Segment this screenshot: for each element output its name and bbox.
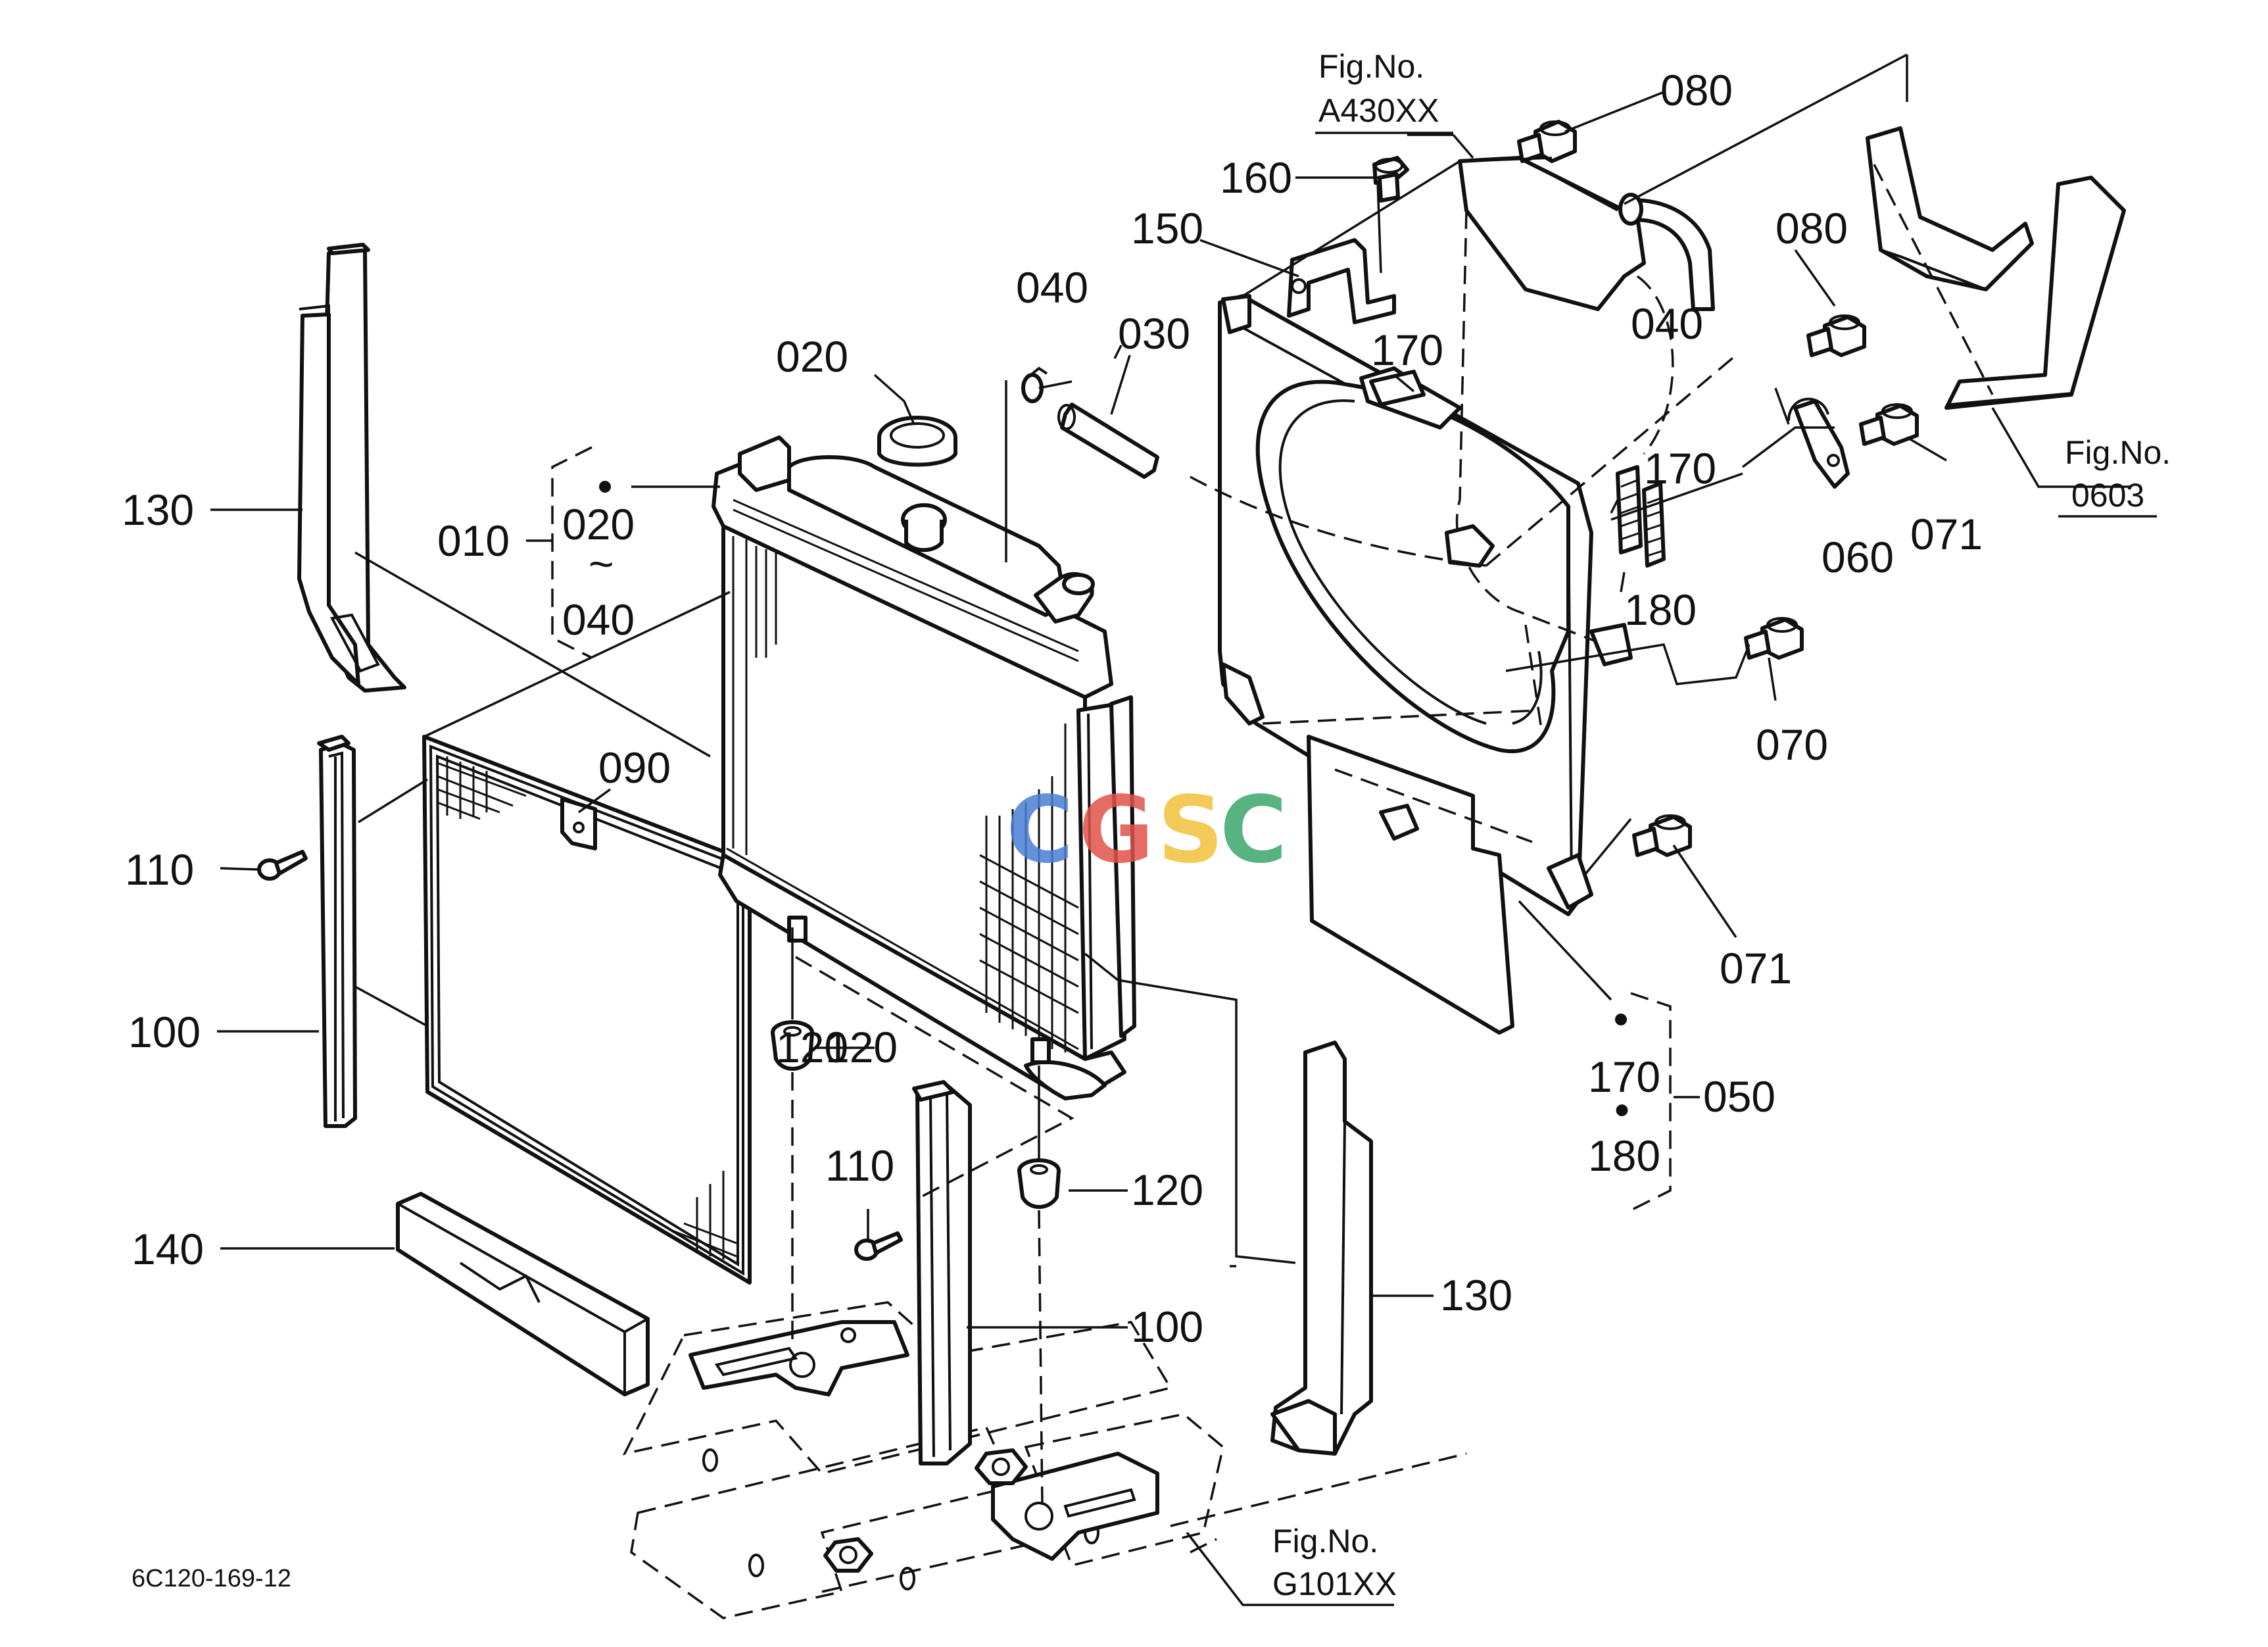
radiator-cap-020 — [877, 416, 957, 467]
fig-ref-a430-caption: Fig.No. — [1318, 48, 1424, 85]
label-030: 030 — [1118, 309, 1190, 358]
label-040-right: 040 — [1631, 299, 1703, 348]
label-110-center: 110 — [825, 1141, 894, 1190]
rubber-mount-120-left — [771, 1020, 814, 1071]
bolt-080-top — [1517, 120, 1577, 163]
label-180-bottom: 180 — [1588, 1131, 1660, 1180]
seal-strips-170-180 — [1369, 370, 1666, 568]
label-080-top: 080 — [1660, 66, 1733, 114]
watermark-letter-c2: C — [1220, 777, 1288, 884]
label-070: 070 — [1756, 720, 1828, 769]
fig-ref-g101-code: G101XX — [1272, 1565, 1397, 1602]
fan-shroud-050 — [1218, 294, 1593, 1035]
watermark-letter-s: S — [1157, 777, 1224, 884]
label-040-range-end: 040 — [562, 595, 635, 644]
watermark-logo: C G S C — [1006, 777, 1288, 884]
label-170-bottom: 170 — [1588, 1052, 1660, 1101]
side-rail-100-center — [912, 1080, 972, 1465]
label-120-right: 120 — [1131, 1166, 1203, 1214]
label-071-upper: 071 — [1910, 510, 1983, 558]
shroud-back-frame — [1445, 156, 1850, 666]
label-071-lower: 071 — [1720, 944, 1792, 993]
watermark-letter-g: G — [1078, 777, 1154, 884]
bolt-160 — [1372, 156, 1409, 203]
side-rail-100-left — [317, 735, 357, 1128]
label-180-mid: 180 — [1624, 585, 1697, 634]
bolt-071-upper — [1859, 403, 1919, 446]
label-150: 150 — [1131, 204, 1203, 253]
label-120-left-num: 120 — [825, 1023, 898, 1071]
bolt-110-center — [854, 1231, 903, 1261]
side-cover-130-right — [1270, 1041, 1373, 1456]
label-090: 090 — [598, 743, 671, 792]
watermark-letter-c1: C — [1006, 777, 1074, 884]
fig-ref-a430: Fig.No. A430XX — [1315, 48, 1453, 134]
marker-dot-010 — [599, 481, 611, 493]
bolt-080-right — [1806, 314, 1866, 357]
fig-ref-0603: Fig.No. 0603 — [2058, 434, 2171, 518]
label-170-top: 170 — [1371, 326, 1443, 374]
base-frame — [622, 1301, 1467, 1619]
hose-clamp-040-left — [1021, 366, 1048, 403]
label-100-left: 100 — [128, 1008, 201, 1056]
label-140: 140 — [132, 1225, 204, 1273]
fig-ref-g101-caption: Fig.No. — [1272, 1523, 1378, 1560]
label-110-left: 110 — [125, 845, 194, 894]
side-cover-130-left — [297, 243, 406, 693]
fig-ref-g101: Fig.No. G101XX — [1272, 1523, 1397, 1602]
label-020-range-start: 020 — [562, 500, 635, 549]
label-130-right: 130 — [1440, 1271, 1512, 1319]
bolt-071-lower — [1632, 814, 1692, 857]
drawing-code: 6C120-169-12 — [132, 1565, 291, 1592]
bracket-150 — [1287, 238, 1396, 324]
fig-ref-a430-code: A430XX — [1318, 92, 1439, 129]
rubber-mount-120-right — [1017, 1158, 1061, 1209]
label-range-tilde: ~ — [589, 539, 614, 588]
radiator-screen-090 — [422, 735, 752, 1285]
label-100-center: 100 — [1131, 1302, 1203, 1351]
label-060: 060 — [1822, 533, 1894, 581]
label-120-left: 120 — [776, 1023, 848, 1071]
overflow-hose-030 — [1057, 403, 1159, 479]
bolt-110-left — [257, 850, 308, 881]
marker-dot-050 — [1615, 1014, 1627, 1025]
label-130-left: 130 — [122, 485, 194, 534]
bracket-010-brace — [551, 446, 592, 659]
fig-ref-0603-code: 0603 — [2071, 477, 2144, 514]
label-020: 020 — [776, 332, 848, 381]
leader-lines — [210, 53, 2131, 1606]
fig-ref-0603-caption: Fig.No. — [2065, 434, 2171, 471]
foam-seal-140 — [396, 1192, 650, 1396]
label-050: 050 — [1703, 1072, 1775, 1121]
label-170-mid: 170 — [1644, 444, 1716, 493]
ref-part-0603 — [1866, 126, 2126, 410]
label-040-left: 040 — [1016, 263, 1088, 312]
label-010: 010 — [437, 516, 510, 565]
part-labels: 130 110 100 140 010 020 ~ 040 090 020 04… — [122, 66, 1983, 1351]
label-dot-separator: • — [1614, 1085, 1629, 1134]
bolt-070 — [1744, 617, 1804, 660]
label-160: 160 — [1220, 153, 1292, 202]
radiator-010 — [712, 435, 1136, 1100]
label-080-right: 080 — [1775, 204, 1848, 253]
